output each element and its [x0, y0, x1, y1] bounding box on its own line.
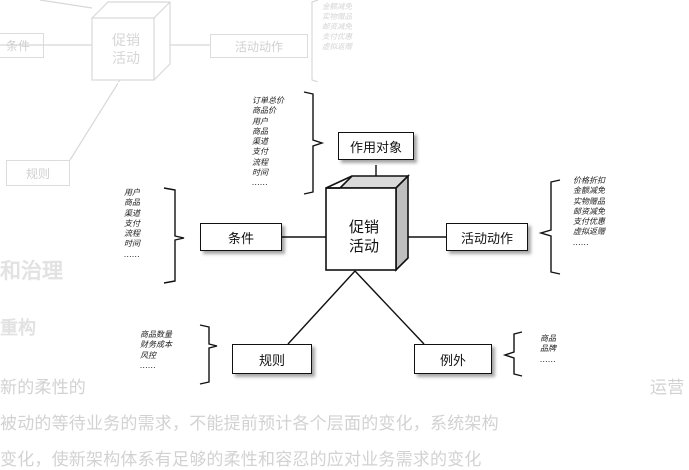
condition-box: 条件 [200, 223, 282, 251]
rule-notes: 商品数量 财务成本 风控 …… [140, 330, 172, 370]
rule-box: 规则 [232, 344, 312, 374]
target-object-label: 作用对象 [349, 140, 402, 156]
ghost-subheading: 重构 [0, 318, 36, 339]
ghost-rule-label: 规则 [25, 166, 50, 181]
exception-notes: 商品 品牌 …… [540, 334, 556, 364]
ghost-condition-box: 条件 [0, 33, 44, 58]
ghost-para-line2: 被动的等待业务的需求，不能提前预计各个层面的变化，系统架构 [0, 414, 499, 434]
ghost-para-line1-right: 运营 [650, 378, 685, 398]
center-promotion-label: 促销 活动 [328, 218, 400, 256]
ghost-heading: 和治理 [0, 259, 63, 283]
ghost-rule-box: 规则 [6, 160, 70, 186]
target-object-notes: 订单总价 商品价 用户 商品 渠道 支付 流程 时间 …… [252, 96, 284, 188]
ghost-cube-label: 促销 活动 [98, 32, 154, 68]
activity-action-label: 活动动作 [460, 231, 513, 247]
center-label-line2: 活动 [348, 237, 379, 255]
exception-label: 例外 [439, 353, 466, 369]
ghost-activity-box: 活动动作 [210, 34, 308, 58]
ghost-cube-line1: 促销 [112, 33, 140, 49]
exception-box: 例外 [414, 344, 492, 374]
center-label-line1: 促销 [348, 218, 379, 236]
activity-action-box: 活动动作 [446, 223, 528, 251]
ghost-activity-label: 活动动作 [234, 39, 283, 54]
activity-action-notes: 价格折扣 金额减免 实物赠品 邮资减免 支付优惠 虚拟返赠 …… [573, 176, 605, 247]
ghost-condition-label: 条件 [5, 39, 30, 53]
condition-notes: 用户 商品 渠道 支付 流程 时间 …… [124, 188, 140, 259]
condition-label: 条件 [227, 231, 254, 247]
rule-label: 规则 [258, 353, 285, 369]
target-object-box: 作用对象 [338, 132, 414, 160]
ghost-para-line1-left: 新的柔性的 [0, 378, 86, 398]
ghost-cube-line2: 活动 [112, 51, 140, 67]
ghost-activity-notes: 金额减免 实物赠品 邮资减免 支付优惠 虚拟返赠 [322, 2, 352, 51]
